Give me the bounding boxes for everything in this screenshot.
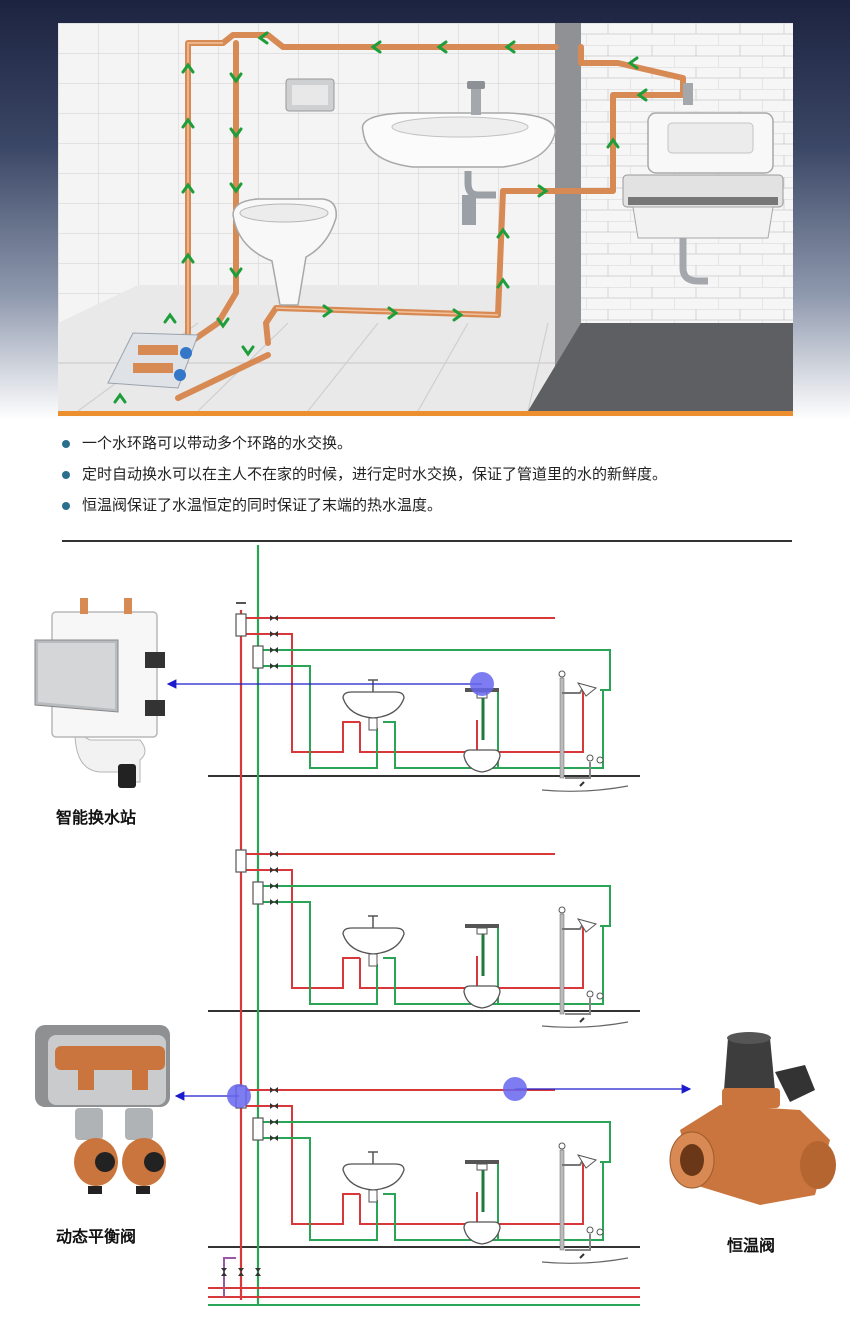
- label-thermo-valve: 恒温阀: [727, 1236, 776, 1255]
- list-item: 恒温阀保证了水温恒定的同时保证了末端的热水温度。: [62, 490, 822, 521]
- valve-icon: [270, 615, 278, 621]
- bullet-dot-icon: [62, 471, 70, 479]
- valve-icon: [270, 883, 278, 889]
- flow-arrow-icon: [241, 345, 255, 357]
- bullet-dot-icon: [62, 440, 70, 448]
- highlight-marker-station: [470, 672, 494, 696]
- bathroom-illustration: [58, 23, 793, 411]
- flow-arrow-icon: [181, 117, 195, 129]
- flow-arrow-icon: [452, 308, 464, 322]
- flow-arrow-icon: [229, 72, 243, 84]
- flow-arrow-icon: [496, 227, 510, 239]
- callouts: [166, 672, 692, 1108]
- flow-arrow-icon: [636, 88, 648, 102]
- valve-icon: [270, 851, 278, 857]
- flow-arrows: [113, 31, 648, 404]
- dynamic-balance-valve-image: [35, 1025, 170, 1194]
- floor-slabs: [208, 775, 640, 1248]
- section-divider: [62, 540, 792, 542]
- flow-arrow-icon: [322, 304, 334, 318]
- flow-arrow-icon: [370, 40, 382, 54]
- floor-manifold: [107, 332, 199, 389]
- orange-divider: [58, 411, 793, 416]
- valve-icon: [270, 663, 278, 669]
- flow-arrow-icon: [229, 182, 243, 194]
- valve-icon: [255, 1268, 261, 1276]
- valve-icon: [270, 899, 278, 905]
- washbasin: [361, 81, 556, 225]
- flow-arrow-icon: [181, 62, 195, 74]
- flow-arrow-icon: [496, 277, 510, 289]
- flow-arrow-icon: [537, 184, 549, 198]
- dark-floor: [528, 323, 793, 411]
- valve-icon: [270, 1103, 278, 1109]
- valve-icon: [270, 1087, 278, 1093]
- valve-icon: [221, 1268, 227, 1276]
- flow-arrow-icon: [436, 40, 448, 54]
- bottom-distribution: [208, 1257, 640, 1306]
- floor-branch: [235, 613, 629, 793]
- grey-partition-wall: [555, 23, 581, 368]
- label-balance-valve: 动态平衡阀: [56, 1227, 137, 1246]
- floor-branch: [235, 849, 629, 1029]
- valve-icon: [270, 647, 278, 653]
- list-item: 定时自动换水可以在主人不在家的时候，进行定时水交换，保证了管道里的水的新鲜度。: [62, 459, 822, 490]
- valve-icon: [270, 1119, 278, 1125]
- floor-branches: [235, 613, 629, 1265]
- flow-arrow-icon: [387, 306, 399, 320]
- flow-arrow-icon: [606, 137, 620, 149]
- flow-arrow-icon: [504, 40, 516, 54]
- toilet: [232, 198, 337, 306]
- valve-icon: [270, 1135, 278, 1141]
- bullet-dot-icon: [62, 502, 70, 510]
- flow-arrow-icon: [113, 392, 127, 404]
- plumbing-schematic: [34, 545, 836, 1306]
- valve-icon: [270, 631, 278, 637]
- valve-icon: [238, 1268, 244, 1276]
- flow-arrow-icon: [163, 312, 177, 324]
- flow-arrow-icon: [229, 267, 243, 279]
- highlight-marker-thermo: [503, 1077, 527, 1101]
- flow-arrow-icon: [181, 182, 195, 194]
- flow-arrow-icon: [627, 56, 639, 70]
- utility-sink: [622, 83, 784, 285]
- flow-arrow-icon: [257, 31, 269, 45]
- label-station: 智能换水站: [56, 808, 137, 827]
- highlight-marker-balance: [227, 1084, 251, 1108]
- feature-list: 一个水环路可以带动多个环路的水交换。 定时自动换水可以在主人不在家的时候，进行定…: [62, 428, 822, 521]
- flow-arrow-icon: [216, 317, 230, 329]
- list-item: 一个水环路可以带动多个环路的水交换。: [62, 428, 822, 459]
- valve-icon: [270, 867, 278, 873]
- floor-branch: [235, 1085, 629, 1265]
- main-risers: [236, 545, 260, 1305]
- flow-arrow-icon: [229, 127, 243, 139]
- water-exchange-station-image: [34, 598, 165, 788]
- flow-arrow-icon: [181, 252, 195, 264]
- thermostatic-valve-image: [669, 1032, 836, 1205]
